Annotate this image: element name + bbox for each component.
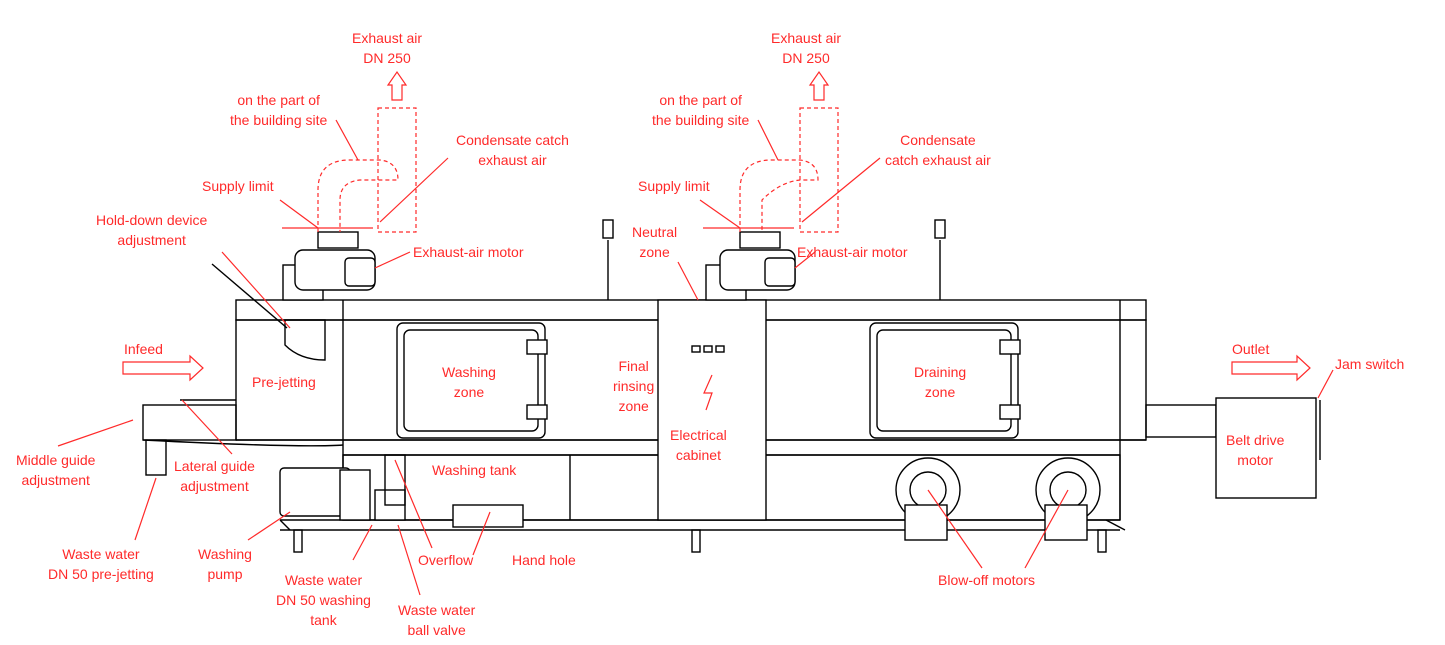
label-waste-washing: Waste water DN 50 washing tank — [276, 572, 371, 628]
infeed-arrow — [122, 354, 204, 382]
exhaust-duct-2 — [703, 70, 839, 233]
label-middle-guide: Middle guide adjustment — [16, 452, 96, 488]
label-exhaust-air-1: Exhaust air DN 250 — [352, 30, 423, 66]
label-condensate-1: Condensate catch exhaust air — [456, 132, 569, 168]
label-building-site-1: on the part of the building site — [230, 92, 328, 128]
label-condensate-2: Condensate catch exhaust air — [885, 132, 991, 168]
posts — [602, 219, 946, 300]
label-washing-zone: Washing zone — [442, 364, 496, 400]
label-washing-pump: Washing pump — [198, 546, 252, 582]
label-neutral-zone: Neutral zone — [632, 224, 678, 260]
label-washing-tank: Washing tank — [432, 462, 517, 478]
label-final-rinsing: Final rinsing zone — [613, 358, 655, 414]
label-belt-drive: Belt drive motor — [1226, 432, 1285, 468]
label-blow-off: Blow-off motors — [938, 572, 1035, 588]
label-jam-switch: Jam switch — [1335, 356, 1405, 372]
infeed-conveyor — [142, 399, 344, 476]
exhaust-motor-2-shape — [705, 231, 796, 301]
washing-pump-shape — [279, 454, 406, 521]
leader-lines — [57, 119, 1334, 596]
label-draining-zone: Draining zone — [914, 364, 967, 400]
label-exhaust-air-2: Exhaust air DN 250 — [771, 30, 842, 66]
label-supply-limit-2: Supply limit — [638, 178, 710, 194]
label-outlet: Outlet — [1232, 341, 1270, 357]
washing-door — [396, 322, 548, 439]
base-frame — [279, 519, 1126, 553]
label-electrical-cabinet: Electrical cabinet — [670, 427, 727, 463]
outlet-conveyor — [1145, 397, 1321, 499]
label-infeed: Infeed — [124, 341, 163, 357]
blow-off-motor-1 — [895, 457, 961, 541]
label-ball-valve: Waste water ball valve — [398, 602, 476, 638]
label-exhaust-motor-1: Exhaust-air motor — [413, 244, 524, 260]
electrical-cabinet-shape — [657, 299, 767, 521]
label-waste-prejet: Waste water DN 50 pre-jetting — [48, 546, 154, 582]
exhaust-duct-1 — [282, 70, 417, 233]
label-hand-hole: Hand hole — [512, 552, 576, 568]
blow-off-motor-2 — [1035, 457, 1101, 541]
label-lateral-guide: Lateral guide adjustment — [174, 458, 255, 494]
exhaust-motor-1-shape — [282, 231, 376, 301]
outlet-arrow — [1231, 354, 1311, 382]
prejet-device — [211, 263, 326, 361]
label-overflow: Overflow — [418, 552, 474, 568]
label-pre-jetting: Pre-jetting — [252, 374, 316, 390]
label-hold-down: Hold-down device adjustment — [96, 212, 208, 248]
draining-door — [869, 322, 1021, 439]
label-supply-limit-1: Supply limit — [202, 178, 274, 194]
label-building-site-2: on the part of the building site — [652, 92, 750, 128]
label-exhaust-motor-2: Exhaust-air motor — [797, 244, 908, 260]
